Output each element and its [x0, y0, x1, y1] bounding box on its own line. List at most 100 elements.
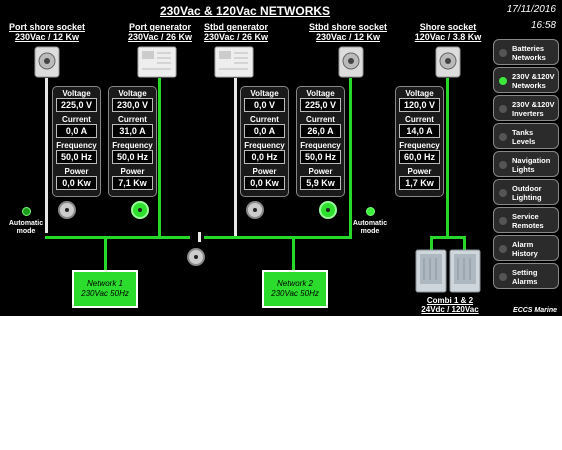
- wire-combi-2: [463, 236, 466, 250]
- frequency-label: Frequency: [244, 141, 285, 150]
- measure-panel-stbd-shore: Voltage 225,0 V Current 26,0 A Frequency…: [296, 86, 345, 197]
- wire-shore-120: [446, 78, 449, 238]
- current-label: Current: [118, 115, 147, 124]
- network-spec: 230Vac 50Hz: [271, 289, 319, 298]
- port-generator-breaker[interactable]: [131, 201, 149, 219]
- menu-indicator: [499, 49, 507, 57]
- frequency-label: Frequency: [112, 141, 153, 150]
- wire-network-2: [292, 236, 295, 272]
- combi-inverter-icon: [415, 249, 481, 293]
- automatic-mode-led-port[interactable]: [22, 207, 31, 216]
- date-display: 17/11/2016: [506, 4, 556, 15]
- automatic-mode-label-stbd: Automatic mode: [352, 220, 388, 235]
- frequency-value: 50,0 Hz: [112, 150, 153, 164]
- time-display: 16:58: [530, 20, 556, 31]
- power-value: 7,1 Kw: [112, 176, 153, 190]
- current-value: 31,0 A: [112, 124, 153, 138]
- menu-indicator: [499, 217, 507, 225]
- bus-left: [45, 236, 190, 239]
- voltage-value: 225,0 V: [56, 98, 97, 112]
- voltage-value: 230,0 V: [112, 98, 153, 112]
- shore-socket-icon: [338, 46, 364, 78]
- current-label: Current: [306, 115, 335, 124]
- menu-indicator: [499, 105, 507, 113]
- generator-icon: [214, 46, 254, 78]
- menu-indicator: [499, 161, 507, 169]
- network-1-box[interactable]: Network 1 230Vac 50Hz: [72, 270, 138, 308]
- voltage-label: Voltage: [250, 89, 279, 98]
- frequency-value: 50,0 Hz: [56, 150, 97, 164]
- current-value: 0,0 A: [56, 124, 97, 138]
- current-value: 26,0 A: [300, 124, 341, 138]
- power-label: Power: [252, 167, 277, 176]
- shore-socket-icon: [435, 46, 461, 78]
- voltage-value: 225,0 V: [300, 98, 341, 112]
- network-name: Network 2: [276, 279, 313, 288]
- automatic-mode-label-port: Automatic mode: [8, 220, 44, 235]
- menu-indicator: [499, 245, 507, 253]
- voltage-label: Voltage: [118, 89, 147, 98]
- voltage-value: 0,0 V: [244, 98, 285, 112]
- current-value: 0,0 A: [244, 124, 285, 138]
- wire-stbd-generator: [234, 78, 237, 238]
- network-spec: 230Vac 50Hz: [81, 289, 129, 298]
- bus-tie-mark: [198, 232, 201, 242]
- generator-icon: [137, 46, 177, 78]
- measure-panel-shore-120: Voltage 120,0 V Current 14,0 A Frequency…: [395, 86, 444, 197]
- combi-spec: 24Vdc / 120Vac: [421, 305, 479, 314]
- stbd-generator-breaker[interactable]: [246, 201, 264, 219]
- menu-indicator: [499, 189, 507, 197]
- voltage-label: Voltage: [405, 89, 434, 98]
- port-shore-breaker[interactable]: [58, 201, 76, 219]
- frequency-label: Frequency: [399, 141, 440, 150]
- network-2-box[interactable]: Network 2 230Vac 50Hz: [262, 270, 328, 308]
- stbd-shore-breaker[interactable]: [319, 201, 337, 219]
- frequency-label: Frequency: [300, 141, 341, 150]
- power-value: 0,0 Kw: [56, 176, 97, 190]
- bus-tie-breaker[interactable]: [187, 248, 205, 266]
- bus-right: [204, 236, 352, 239]
- power-value: 5,9 Kw: [300, 176, 341, 190]
- current-label: Current: [62, 115, 91, 124]
- power-value: 0,0 Kw: [244, 176, 285, 190]
- current-label: Current: [405, 115, 434, 124]
- menu-indicator: [499, 77, 507, 85]
- frequency-value: 0,0 Hz: [244, 150, 285, 164]
- measure-panel-port-generator: Voltage 230,0 V Current 31,0 A Frequency…: [108, 86, 157, 197]
- networks-screen: 230Vac & 120Vac NETWORKS 17/11/2016 16:5…: [0, 0, 562, 316]
- current-label: Current: [250, 115, 279, 124]
- wire-port-shore: [45, 78, 48, 233]
- combi-title: Combi 1 & 2: [426, 296, 474, 305]
- menu-indicator: [499, 273, 507, 281]
- voltage-value: 120,0 V: [399, 98, 440, 112]
- menu-indicator: [499, 133, 507, 141]
- voltage-label: Voltage: [62, 89, 91, 98]
- power-value: 1,7 Kw: [399, 176, 440, 190]
- voltage-label: Voltage: [306, 89, 335, 98]
- shore-socket-icon: [34, 46, 60, 78]
- frequency-value: 60,0 Hz: [399, 150, 440, 164]
- page-title: 230Vac & 120Vac NETWORKS: [159, 4, 331, 18]
- current-value: 14,0 A: [399, 124, 440, 138]
- network-name: Network 1: [86, 279, 123, 288]
- frequency-value: 50,0 Hz: [300, 150, 341, 164]
- power-label: Power: [407, 167, 432, 176]
- wire-combi-1: [430, 236, 433, 250]
- automatic-mode-led-stbd[interactable]: [366, 207, 375, 216]
- power-label: Power: [64, 167, 89, 176]
- wire-network-1: [104, 236, 107, 272]
